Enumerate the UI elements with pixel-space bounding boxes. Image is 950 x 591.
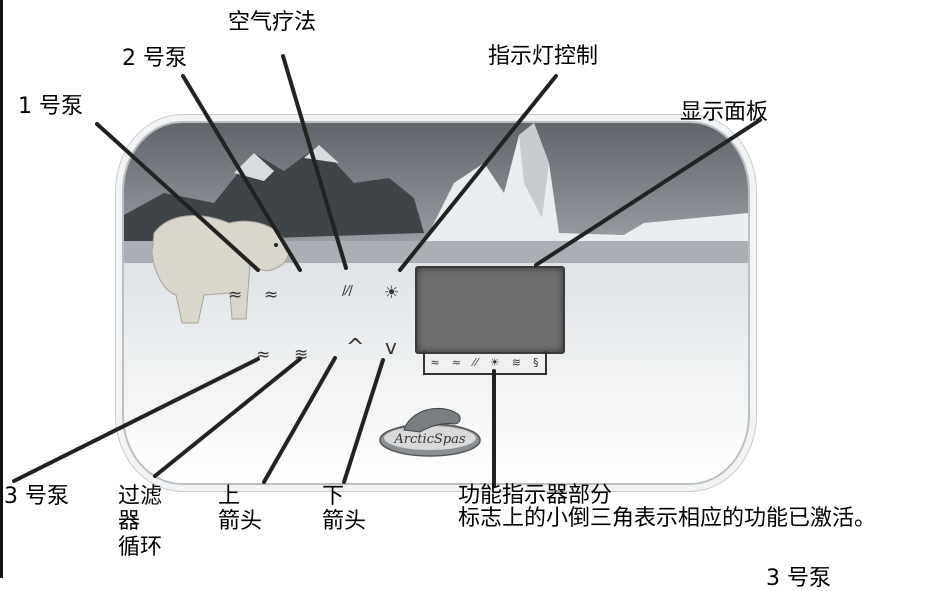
label-pump1: 1 号泵 [18, 94, 83, 119]
filter-button-icon[interactable]: ≋ [294, 345, 309, 365]
arctic-spas-logo: ArcticSpas [379, 407, 481, 457]
indicator-heat-icon: § [532, 355, 540, 369]
indicator-filter-icon: ≋ [511, 355, 522, 369]
label-light-control: 指示灯控制 [488, 44, 599, 69]
label-pump2-text: 号泵 [143, 46, 188, 71]
label-cut-off: 3 号泵 [766, 566, 831, 591]
label-pump3-text: 号泵 [25, 484, 70, 509]
spa-control-panel: ≈ ≈ ⁄⁄ ☀ ≋ § ≈ ≈ /⁄/ ☀ ≈ ≋ ^ v ArcticSpa… [122, 121, 750, 485]
indicator-light-icon: ☀ [489, 355, 501, 369]
indicator-air-icon: ⁄⁄ [473, 355, 479, 369]
label-filter-line3: 循环 [118, 534, 163, 560]
display-screen [415, 266, 565, 354]
label-down-line2: 箭头 [322, 509, 367, 535]
label-pump3-number: 3 [4, 484, 18, 509]
label-down-arrow: 下 箭头 [322, 484, 366, 535]
label-function-description: 标志上的小倒三角表示相应的功能已激活。 [458, 506, 877, 532]
pump3-button-icon[interactable]: ≈ [256, 345, 271, 365]
label-function-indicator: 功能指示器部分 标志上的小倒三角表示相应的功能已激活。 [458, 484, 876, 530]
pump2-button-icon[interactable]: ≈ [264, 285, 279, 305]
function-indicator-bar: ≈ ≈ ⁄⁄ ☀ ≋ § [423, 351, 547, 375]
indicator-pump2-icon: ≈ [451, 355, 462, 369]
label-air-therapy: 空气疗法 [228, 10, 317, 35]
label-filter-cycle: 过滤 器 循环 [118, 484, 162, 560]
pump1-button-icon[interactable]: ≈ [228, 285, 243, 305]
label-display-panel: 显示面板 [680, 100, 769, 125]
label-up-arrow: 上 箭头 [218, 484, 262, 535]
down-arrow-button[interactable]: v [385, 335, 397, 359]
label-filter-line1: 过滤 [118, 484, 163, 509]
label-pump2-number: 2 [122, 46, 136, 71]
indicator-pump1-icon: ≈ [430, 355, 441, 369]
air-button-icon[interactable]: /⁄/ [342, 284, 353, 299]
left-border-line [0, 0, 3, 578]
label-up-line1: 上 [218, 484, 241, 509]
label-pump3: 3 号泵 [4, 484, 69, 509]
label-filter-line2: 器 [118, 509, 141, 535]
label-down-line1: 下 [322, 484, 345, 509]
up-arrow-button[interactable]: ^ [346, 335, 365, 360]
label-pump2: 2 号泵 [122, 46, 187, 71]
label-function-title: 功能指示器部分 [458, 483, 613, 508]
light-button-icon[interactable]: ☀ [384, 283, 400, 303]
label-pump1-text: 号泵 [39, 94, 84, 119]
label-up-line2: 箭头 [218, 509, 263, 535]
logo-text: ArcticSpas [393, 432, 466, 447]
label-pump1-number: 1 [18, 94, 32, 119]
